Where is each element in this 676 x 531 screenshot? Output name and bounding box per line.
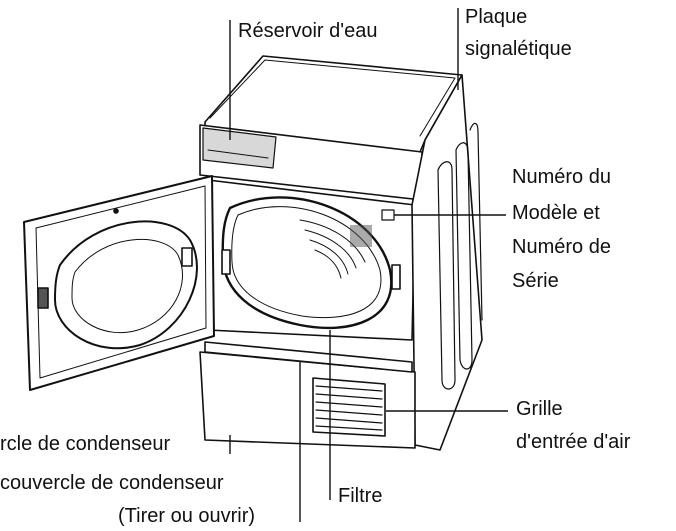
- side-panel: [411, 74, 483, 451]
- label-condenser-lid-line1: couvercle de condenseur: [0, 472, 224, 494]
- air-inlet-grille: [312, 377, 386, 437]
- label-rating-plate-line1: Plaque: [465, 6, 528, 28]
- label-model-serial-line1: Numéro du: [512, 166, 611, 188]
- label-air-grille-line1: Grille: [516, 398, 563, 420]
- label-condenser-cover: rcle de condenseur: [0, 433, 171, 455]
- label-model-serial-line4: Série: [512, 270, 559, 292]
- label-rating-plate-line2: signalétique: [465, 38, 572, 60]
- door-window: [54, 220, 198, 350]
- label-air-grille-line2: d'entrée d'air: [516, 431, 631, 453]
- label-water-tank: Réservoir d'eau: [238, 20, 378, 42]
- label-model-serial-line3: Numéro de: [512, 236, 611, 258]
- label-model-serial-line2: Modèle et: [512, 202, 600, 224]
- label-condenser-lid-line2: (Tirer ou ouvrir): [118, 505, 256, 527]
- label-filter: Filtre: [338, 485, 383, 507]
